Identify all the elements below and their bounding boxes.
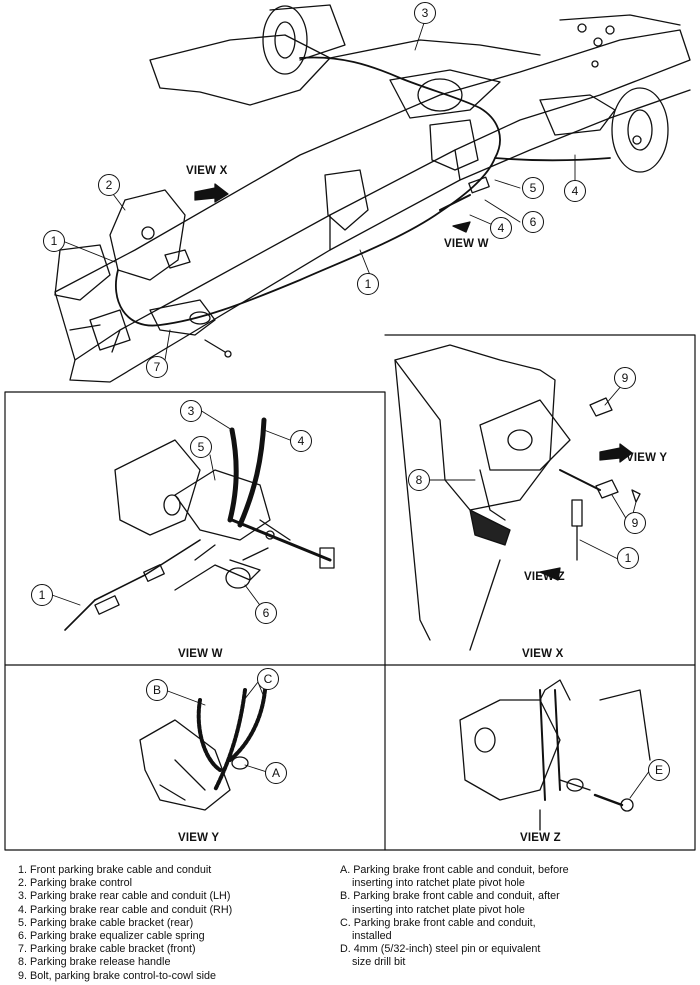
legend-item: 7. Parking brake cable bracket (front): [18, 943, 196, 956]
view-x-drawing: [394, 344, 641, 651]
callout-y-a: A: [265, 762, 287, 784]
callout-w-6: 6: [255, 602, 277, 624]
legend-item-continued: installed: [352, 930, 392, 943]
legend-item: 3. Parking brake rear cable and conduit …: [18, 890, 231, 903]
callout-main-4-right: 4: [564, 180, 586, 202]
legend-item: B. Parking brake front cable and conduit…: [340, 890, 560, 903]
view-w-drawing: [64, 417, 335, 631]
label-panel-view-x: VIEW X: [522, 648, 564, 660]
callout-main-5: 5: [522, 177, 544, 199]
callout-main-1-left: 1: [43, 230, 65, 252]
label-inset-view-z: VIEW Z: [524, 571, 565, 583]
callout-x-1: 1: [617, 547, 639, 569]
callout-w-5: 5: [190, 436, 212, 458]
view-y-drawing: [139, 688, 267, 811]
legend-item-continued: inserting into ratchet plate pivot hole: [352, 877, 525, 890]
legend-item: 1. Front parking brake cable and conduit: [18, 864, 212, 876]
label-panel-view-z: VIEW Z: [520, 832, 561, 844]
callout-w-3: 3: [180, 400, 202, 422]
callout-main-1-center: 1: [357, 273, 379, 295]
legend-item: D. 4mm (5/32-inch) steel pin or equivale…: [340, 943, 541, 956]
legend-item-continued: size drill bit: [352, 956, 406, 969]
main-overview-drawing: [54, 4, 691, 383]
callout-x-8: 8: [408, 469, 430, 491]
legend-lettered-items: A. Parking brake front cable and conduit…: [340, 864, 680, 970]
frame-rail: [54, 29, 691, 361]
label-main-view-w: VIEW W: [444, 238, 489, 250]
label-panel-view-y: VIEW Y: [178, 832, 220, 844]
legend-item: 8. Parking brake release handle: [18, 956, 171, 969]
callout-w-4: 4: [290, 430, 312, 452]
legend-numbered-items: 1. Front parking brake cable and conduit…: [18, 864, 338, 983]
callout-x-9-top: 9: [614, 367, 636, 389]
callout-main-3: 3: [414, 2, 436, 24]
legend-item: 2. Parking brake control: [18, 877, 133, 890]
legend-item: 5. Parking brake cable bracket (rear): [18, 916, 194, 929]
label-inset-view-y: VIEW Y: [626, 452, 668, 464]
legend-item: C. Parking brake front cable and conduit…: [340, 916, 536, 929]
legend-item: 6. Parking brake equalizer cable spring: [18, 930, 205, 943]
legend-item: 9. Bolt, parking brake control-to-cowl s…: [18, 969, 217, 982]
legend-item: A. Parking brake front cable and conduit…: [340, 864, 569, 876]
label-panel-view-w: VIEW W: [178, 648, 223, 660]
callout-main-4-lower: 4: [490, 217, 512, 239]
callout-main-7: 7: [146, 356, 168, 378]
legend-item-continued: inserting into ratchet plate pivot hole: [352, 903, 525, 916]
view-z-drawing: [459, 679, 651, 831]
callout-x-9-bottom: 9: [624, 512, 646, 534]
callout-z-e: E: [648, 759, 670, 781]
callout-main-2: 2: [98, 174, 120, 196]
legend-item: 4. Parking brake rear cable and conduit …: [18, 903, 233, 916]
callout-y-b: B: [146, 679, 168, 701]
panel-borders: [4, 334, 696, 851]
callout-main-6: 6: [522, 211, 544, 233]
callout-y-c: C: [257, 668, 279, 690]
label-main-view-x: VIEW X: [186, 165, 228, 177]
callout-w-1: 1: [31, 584, 53, 606]
